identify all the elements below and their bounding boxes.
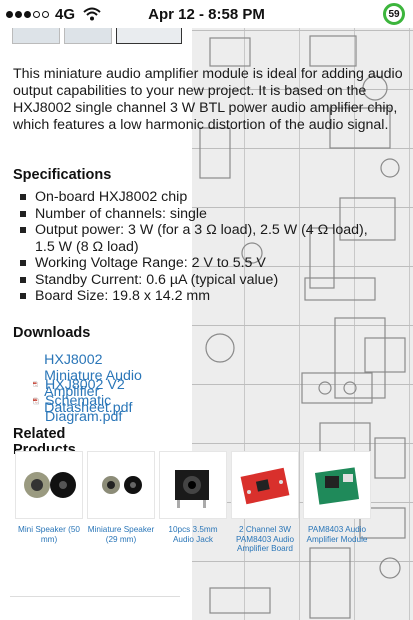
image-thumbnail-strip (12, 28, 182, 44)
svg-text:PDF: PDF (34, 400, 37, 402)
notification-badge: 59 (383, 3, 405, 25)
status-bar: 4G Apr 12 - 8:58 PM 59 (0, 0, 413, 28)
product-image[interactable] (159, 451, 227, 519)
signal-strength-icon (6, 10, 49, 18)
spec-item: Number of channels: single (20, 206, 390, 223)
svg-text:PDF: PDF (33, 383, 36, 385)
specifications-list: On-board HXJ8002 chip Number of channels… (20, 189, 390, 305)
spec-item: Working Voltage Range: 2 V to 5.5 V (20, 255, 390, 272)
download-link-schematic[interactable]: PDF HXJ8002 V2 Schematic Diagram.pdf (33, 377, 132, 425)
divider (10, 596, 180, 597)
product-name-link[interactable]: PAM8403 Audio Amplifier Module (306, 525, 368, 544)
product-image[interactable] (87, 451, 155, 519)
product-name-link[interactable]: Miniature Speaker (29 mm) (87, 525, 155, 544)
carrier-label: 4G (55, 5, 76, 23)
specifications-heading: Specifications (13, 167, 112, 183)
content-panel (0, 28, 192, 620)
product-image[interactable] (303, 451, 371, 519)
pdf-icon: PDF (33, 397, 39, 405)
spec-item: Board Size: 19.8 x 14.2 mm (20, 288, 390, 305)
download-link-label[interactable]: HXJ8002 V2 Schematic Diagram.pdf (45, 377, 125, 425)
related-products-list: Mini Speaker (50 mm) Miniature Speaker (… (15, 451, 371, 554)
product-thumbnail[interactable] (64, 28, 112, 44)
product-description: This miniature audio amplifier module is… (13, 66, 403, 133)
related-product-card[interactable]: Mini Speaker (50 mm) (15, 451, 83, 554)
downloads-heading: Downloads (13, 325, 91, 341)
wifi-icon (83, 7, 101, 21)
product-image[interactable] (231, 451, 299, 519)
spec-item: On-board HXJ8002 chip (20, 189, 390, 206)
related-product-card[interactable]: 10pcs 3.5mm Audio Jack (159, 451, 227, 554)
download-link-datasheet[interactable]: PDF HXJ8002 Miniature Audio Amplifier Da… (33, 352, 143, 416)
download-link-label[interactable]: HXJ8002 Miniature Audio Amplifier Datash… (44, 352, 142, 416)
product-name-link[interactable]: 2 Channel 3W PAM8403 Audio Amplifier Boa… (235, 525, 295, 553)
product-name-link[interactable]: 10pcs 3.5mm Audio Jack (168, 525, 218, 544)
product-image[interactable] (15, 451, 83, 519)
related-product-card[interactable]: 2 Channel 3W PAM8403 Audio Amplifier Boa… (231, 451, 299, 554)
product-name-link[interactable]: Mini Speaker (50 mm) (18, 525, 80, 544)
product-thumbnail[interactable] (12, 28, 60, 44)
spec-item: Standby Current: 0.6 µA (typical value) (20, 272, 390, 289)
related-product-card[interactable]: PAM8403 Audio Amplifier Module (303, 451, 371, 554)
spec-item: Output power: 3 W (for a 3 Ω load), 2.5 … (20, 222, 390, 255)
pdf-icon: PDF (33, 381, 38, 387)
related-product-card[interactable]: Miniature Speaker (29 mm) (87, 451, 155, 554)
gadget-pattern-background (190, 28, 413, 620)
product-thumbnail-selected[interactable] (116, 28, 182, 44)
